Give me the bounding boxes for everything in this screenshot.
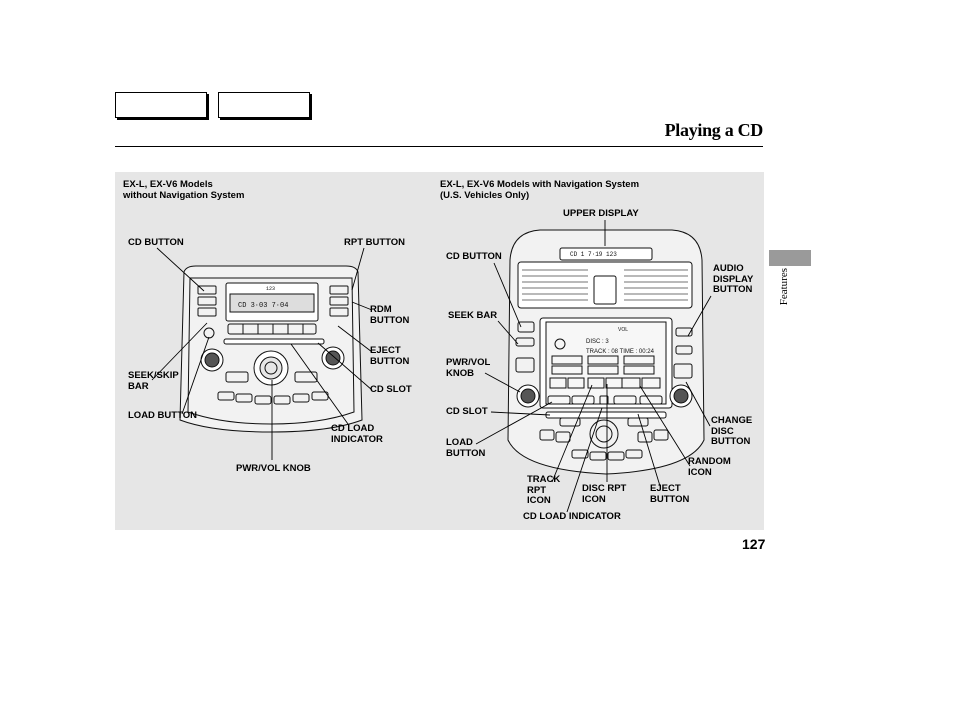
page-title: Playing a CD	[664, 120, 764, 140]
right-label-eject-button: EJECT BUTTON	[650, 483, 690, 505]
left-label-rpt-button: RPT BUTTON	[344, 237, 406, 248]
left-label-cd-slot: CD SLOT	[370, 384, 412, 395]
left-display-top: 123	[266, 286, 275, 292]
right-label-change-disc-button: CHANGE DISC BUTTON	[711, 415, 753, 447]
left-label-eject-button: EJECT BUTTON	[370, 345, 410, 367]
section-tab[interactable]	[769, 250, 811, 266]
right-label-cd-load-indicator: CD LOAD INDICATOR	[523, 511, 621, 522]
right-label-cd-button: CD BUTTON	[446, 251, 502, 262]
nav-tab-2[interactable]	[218, 92, 310, 118]
left-label-pwr-vol-knob: PWR/VOL KNOB	[236, 463, 311, 474]
right-label-pwr-vol-knob: PWR/VOL KNOB	[446, 357, 491, 379]
right-label-disc-rpt-icon: DISC RPT ICON	[582, 483, 627, 505]
upper-display-text: CD 1 7·19 123	[570, 251, 617, 258]
nav-tab-1[interactable]	[115, 92, 207, 118]
left-label-load-button: LOAD BUTTON	[128, 410, 197, 421]
right-header: EX-L, EX-V6 Models with Navigation Syste…	[440, 179, 640, 201]
screen-vol-text: VOL	[618, 327, 628, 333]
left-label-seek-skip-bar: SEEK/SKIP BAR	[128, 370, 179, 392]
left-label-cd-load-indicator: CD LOAD INDICATOR	[331, 423, 383, 445]
left-header: EX-L, EX-V6 Models without Navigation Sy…	[123, 179, 245, 201]
right-label-load-button: LOAD BUTTON	[446, 437, 486, 459]
right-label-random-icon: RANDOM ICON	[688, 456, 731, 478]
right-label-cd-slot: CD SLOT	[446, 406, 488, 417]
right-label-audio-display-button: AUDIO DISPLAY BUTTON	[713, 263, 754, 295]
screen-disc-text: DISC : 3	[586, 339, 609, 345]
right-label-track-rpt-icon: TRACK RPT ICON	[527, 474, 561, 506]
right-label-upper-display: UPPER DISPLAY	[563, 208, 639, 219]
left-label-rdm-button: RDM BUTTON	[370, 304, 410, 326]
page-number: 127	[742, 536, 766, 552]
title-rule	[115, 146, 763, 147]
screen-track-text: TRACK : 08 TIME : 00:24	[586, 349, 655, 355]
right-label-seek-bar: SEEK BAR	[448, 310, 498, 321]
left-label-cd-button: CD BUTTON	[128, 237, 184, 248]
left-display-text: CD 3·03 7·04	[238, 302, 288, 310]
